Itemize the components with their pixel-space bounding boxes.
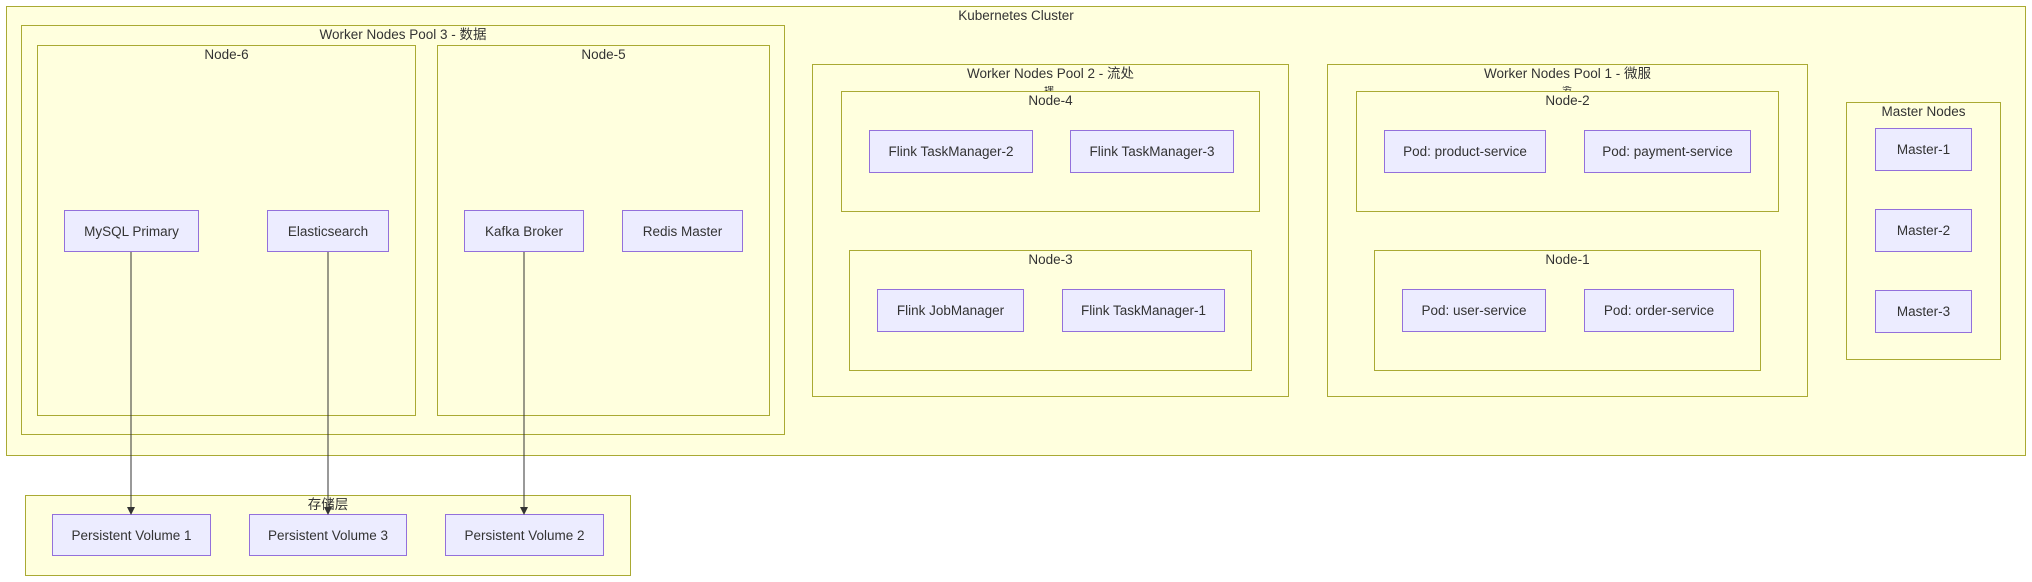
node-pod-product-service: Pod: product-service bbox=[1384, 130, 1546, 173]
node-pod-payment-service: Pod: payment-service bbox=[1584, 130, 1751, 173]
cluster-node-4-label: Node-4 bbox=[1028, 93, 1073, 108]
node-flink-taskmanager-3: Flink TaskManager-3 bbox=[1070, 130, 1234, 173]
cluster-worker-pool-1-label: Worker Nodes Pool 1 - 微服 bbox=[1483, 66, 1652, 81]
node-master-3: Master-3 bbox=[1875, 290, 1972, 333]
pool-1-wrapped-text-fragment: 务 bbox=[1552, 86, 1582, 91]
node-pod-user-service: Pod: user-service bbox=[1402, 289, 1546, 332]
cluster-kubernetes-label: Kubernetes Cluster bbox=[958, 8, 1074, 23]
pool-2-wrapped-text-fragment: 理 bbox=[1034, 86, 1064, 91]
node-master-2: Master-2 bbox=[1875, 209, 1972, 252]
node-mysql-primary: MySQL Primary bbox=[64, 210, 199, 252]
node-persistent-volume-3: Persistent Volume 3 bbox=[249, 514, 407, 556]
node-pod-order-service: Pod: order-service bbox=[1584, 289, 1734, 332]
node-redis-master: Redis Master bbox=[622, 210, 743, 252]
node-persistent-volume-1: Persistent Volume 1 bbox=[52, 514, 211, 556]
cluster-node-5-label: Node-5 bbox=[581, 47, 626, 62]
cluster-node-6-label: Node-6 bbox=[204, 47, 249, 62]
cluster-node-1-label: Node-1 bbox=[1545, 252, 1590, 267]
cluster-worker-pool-2-label: Worker Nodes Pool 2 - 流处 bbox=[966, 66, 1135, 81]
cluster-worker-pool-3-label: Worker Nodes Pool 3 - 数据 bbox=[319, 27, 487, 42]
cluster-node-2-label: Node-2 bbox=[1545, 93, 1590, 108]
node-elasticsearch: Elasticsearch bbox=[267, 210, 389, 252]
node-flink-jobmanager: Flink JobManager bbox=[877, 289, 1024, 332]
node-master-1: Master-1 bbox=[1875, 128, 1972, 171]
cluster-node-3-label: Node-3 bbox=[1028, 252, 1073, 267]
node-kafka-broker: Kafka Broker bbox=[464, 210, 584, 252]
node-flink-taskmanager-2: Flink TaskManager-2 bbox=[869, 130, 1033, 173]
node-flink-taskmanager-1: Flink TaskManager-1 bbox=[1062, 289, 1225, 332]
cluster-master-nodes-label: Master Nodes bbox=[1881, 104, 1966, 119]
